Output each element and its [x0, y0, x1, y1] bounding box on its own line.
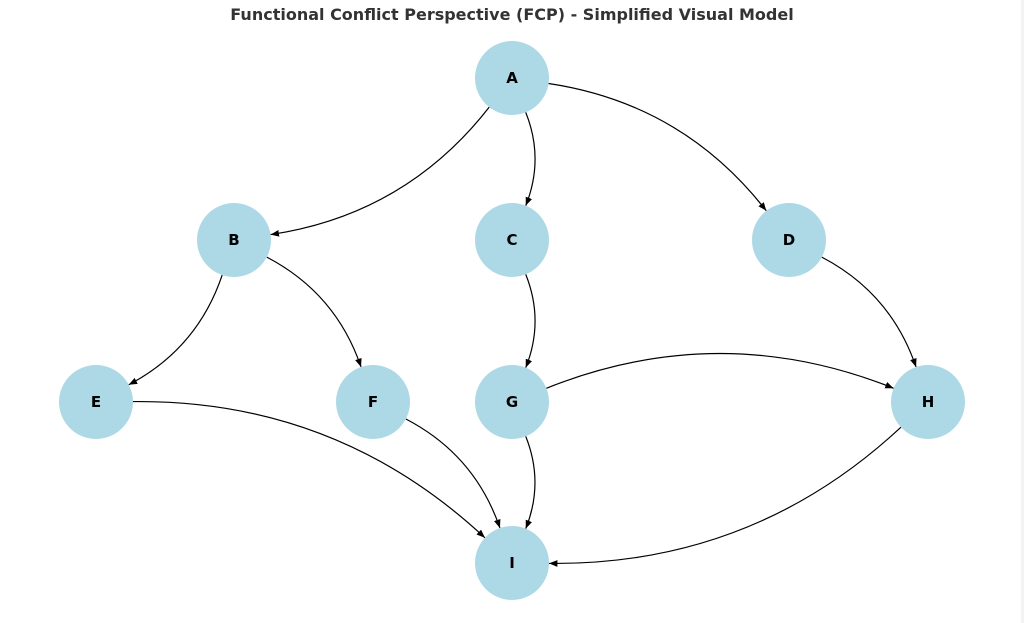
node-circle-E	[59, 365, 133, 439]
node-E: E	[59, 365, 133, 439]
edge-D-H	[821, 256, 917, 368]
edge-F-I	[405, 418, 501, 529]
node-circle-I	[475, 526, 549, 600]
node-label-D: D	[783, 231, 795, 249]
right-border	[1021, 0, 1024, 623]
node-label-E: E	[91, 393, 101, 411]
node-label-A: A	[506, 69, 518, 87]
edge-G-H	[546, 352, 894, 389]
node-A: A	[475, 41, 549, 115]
node-circle-G	[475, 365, 549, 439]
edges-layer	[128, 82, 917, 567]
node-label-F: F	[368, 393, 378, 411]
node-H: H	[891, 365, 965, 439]
node-D: D	[752, 203, 826, 277]
node-circle-A	[475, 41, 549, 115]
node-label-H: H	[922, 393, 935, 411]
edge-G-I	[525, 436, 536, 529]
edge-A-B	[270, 106, 490, 237]
nodes-layer: A B C D E F G H I	[59, 41, 965, 600]
node-circle-C	[475, 203, 549, 277]
node-B: B	[197, 203, 271, 277]
node-label-I: I	[509, 554, 515, 572]
edge-C-G	[525, 274, 536, 368]
edge-H-I	[548, 426, 902, 567]
node-F: F	[336, 365, 410, 439]
node-circle-F	[336, 365, 410, 439]
edge-B-F	[266, 256, 362, 368]
node-circle-D	[752, 203, 826, 277]
node-label-G: G	[506, 393, 518, 411]
node-circle-H	[891, 365, 965, 439]
node-circle-B	[197, 203, 271, 277]
node-G: G	[475, 365, 549, 439]
node-label-C: C	[506, 231, 517, 249]
node-I: I	[475, 526, 549, 600]
diagram-title: Functional Conflict Perspective (FCP) - …	[230, 5, 794, 24]
node-C: C	[475, 203, 549, 277]
edge-A-D	[548, 82, 767, 212]
node-label-B: B	[228, 231, 239, 249]
edge-B-E	[128, 274, 223, 386]
edge-E-I	[132, 400, 486, 539]
edge-A-C	[525, 112, 536, 206]
